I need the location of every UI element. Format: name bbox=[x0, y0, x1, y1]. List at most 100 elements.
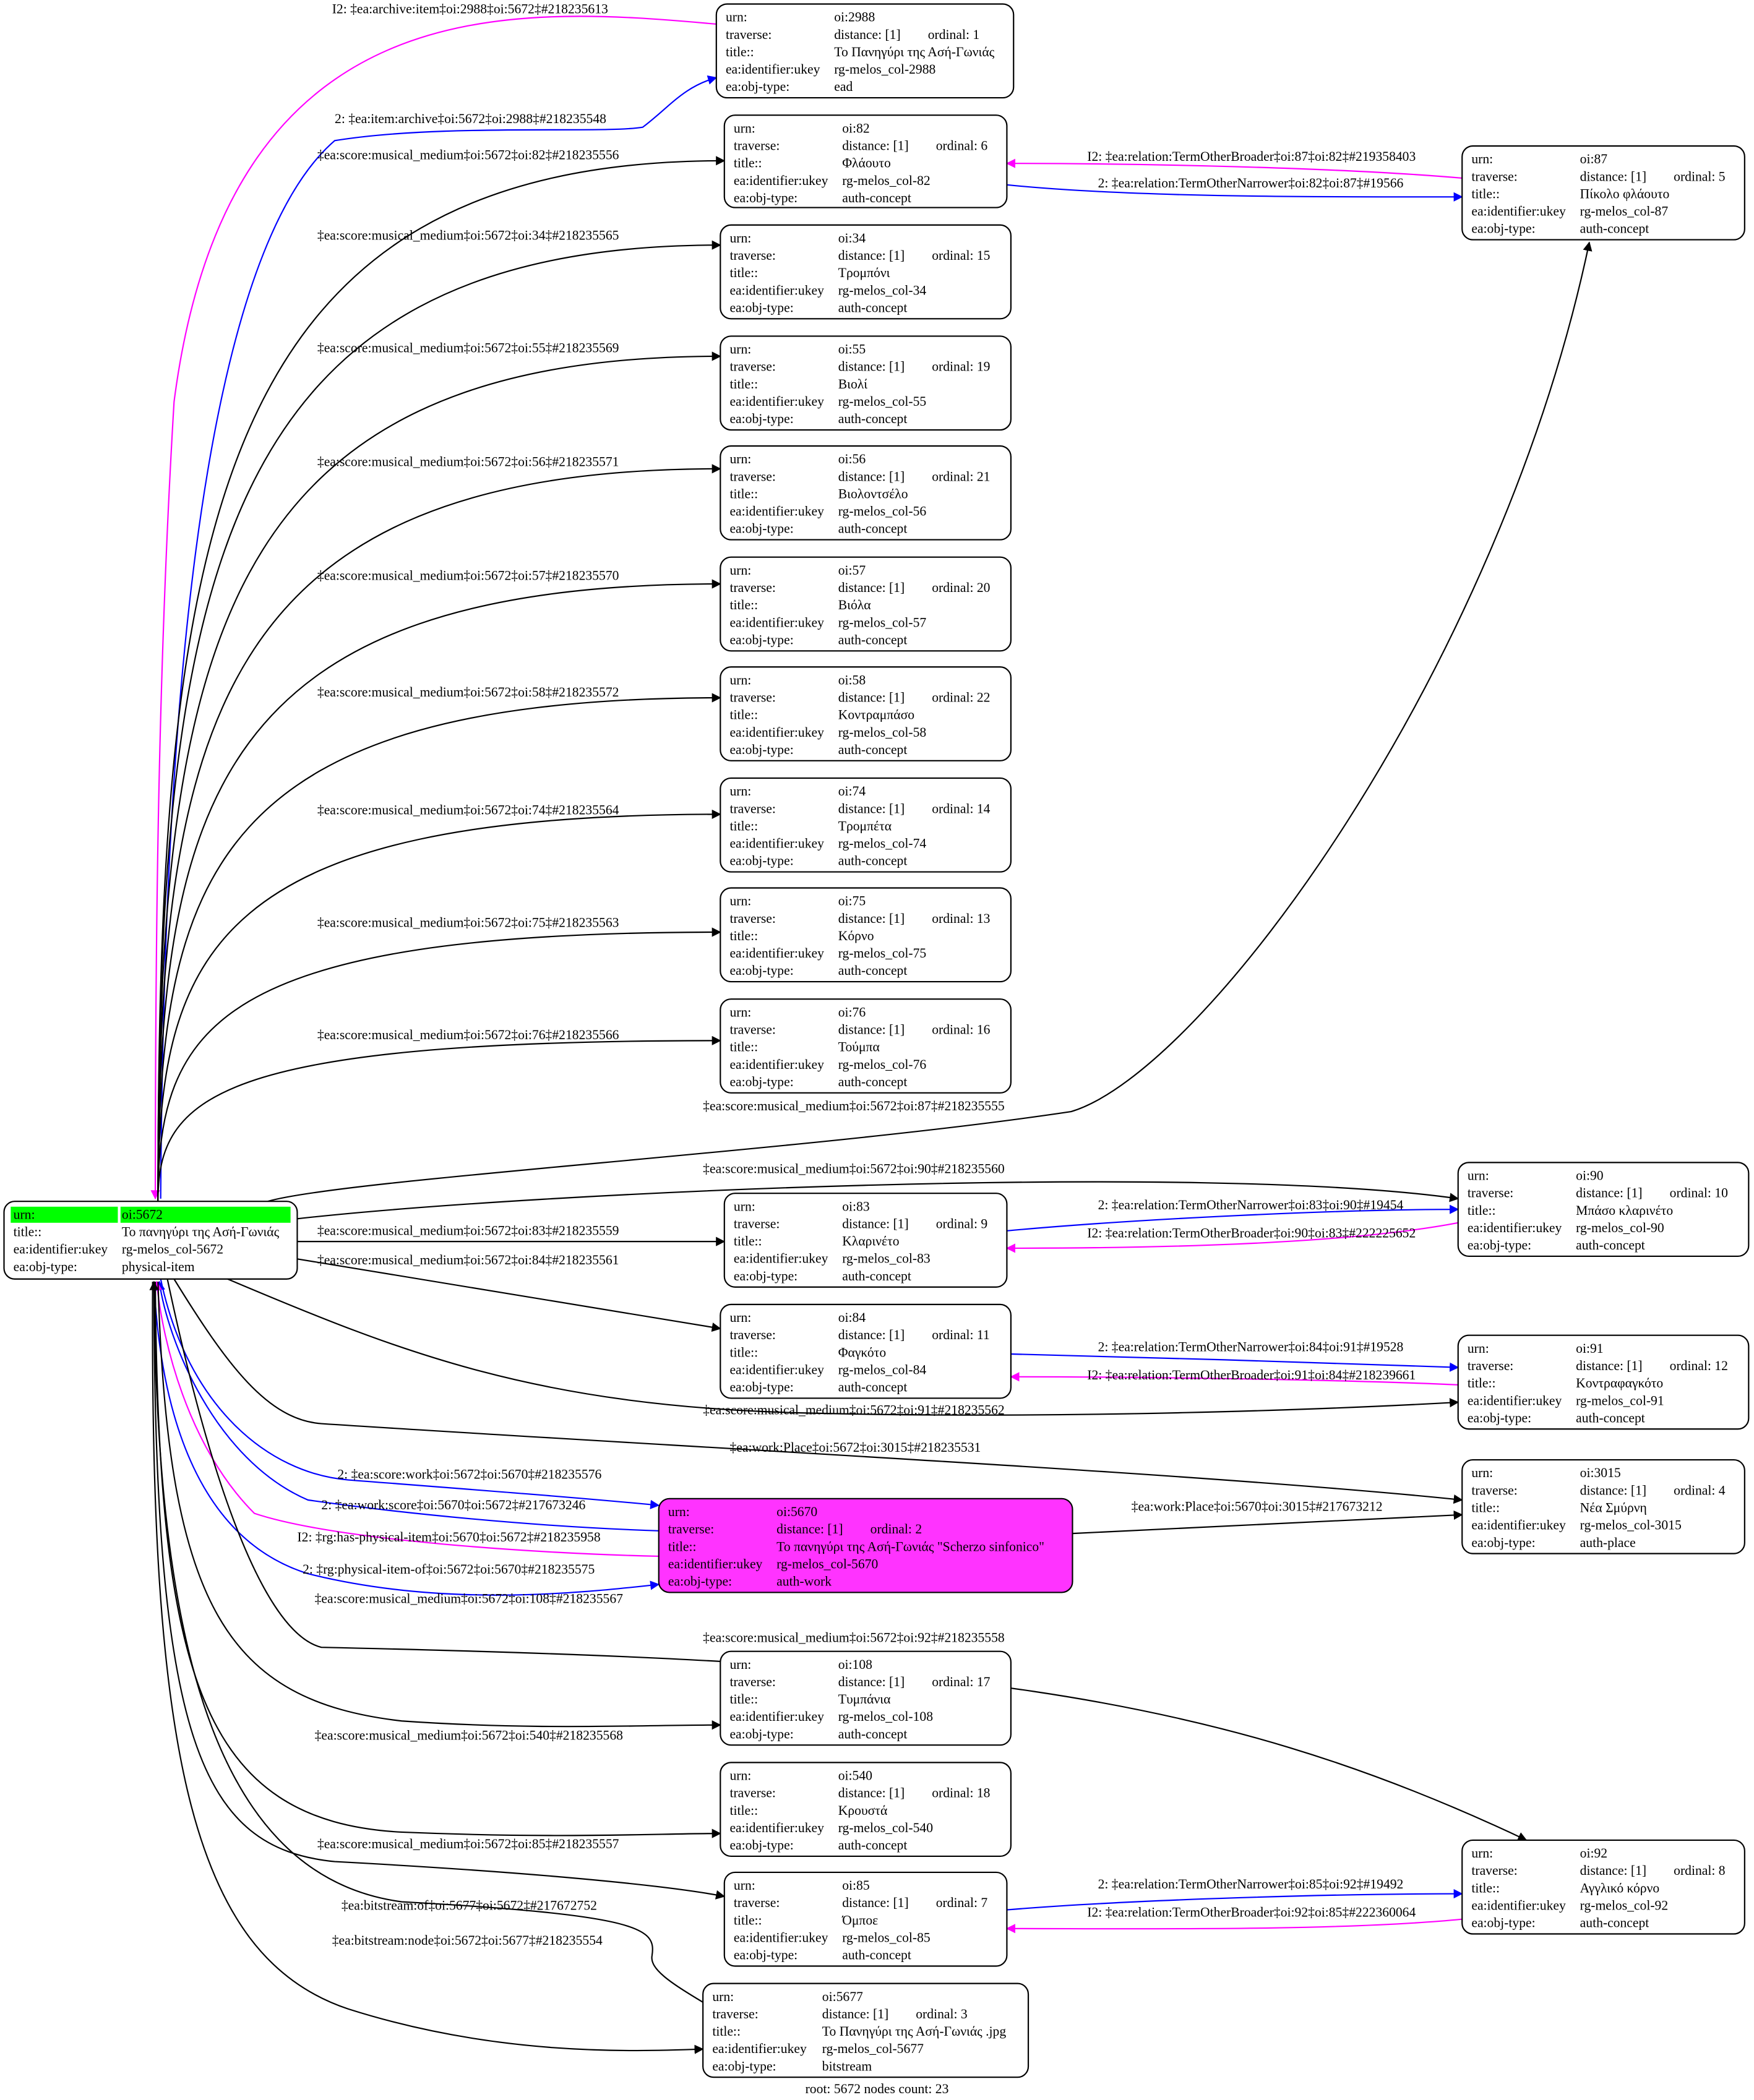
node-urn: oi:92 bbox=[1580, 1846, 1607, 1861]
node-type: physical-item bbox=[122, 1259, 195, 1274]
edge: I2: ‡rg:has-physical-item‡oi:5670‡oi:567… bbox=[152, 1280, 659, 1558]
node-box[interactable] bbox=[723, 1871, 1008, 1967]
node-box[interactable] bbox=[720, 335, 1012, 431]
edge-line bbox=[297, 1181, 1460, 1220]
node-ukey: rg-melos_col-57 bbox=[838, 615, 927, 630]
edge-label: 2: ‡rg:physical-item-of‡oi:5672‡oi:5670‡… bbox=[303, 1562, 595, 1577]
edge-label: 2: ‡ea:relation:TermOtherNarrower‡oi:84‡… bbox=[1098, 1340, 1404, 1355]
row-label-type: ea:obj-type: bbox=[729, 742, 793, 757]
row-label-title: title:: bbox=[1471, 186, 1500, 201]
traverse-ordinal: ordinal: 8 bbox=[1674, 1863, 1725, 1878]
node-box[interactable] bbox=[702, 1982, 1030, 2078]
node-type: auth-concept bbox=[842, 1269, 911, 1284]
node-type: auth-concept bbox=[838, 300, 908, 315]
node-box[interactable] bbox=[720, 998, 1012, 1094]
node-box[interactable] bbox=[720, 1303, 1012, 1399]
node-box[interactable] bbox=[723, 114, 1008, 208]
row-label-traverse: traverse: bbox=[729, 911, 775, 926]
row-label-traverse: traverse: bbox=[729, 580, 775, 595]
edge-label: I2: ‡ea:relation:TermOtherBroader‡oi:87‡… bbox=[1087, 149, 1416, 164]
edge: I2: ‡ea:relation:TermOtherBroader‡oi:91‡… bbox=[1010, 1368, 1458, 1386]
node-box[interactable] bbox=[658, 1498, 1073, 1593]
node-box[interactable] bbox=[723, 1193, 1008, 1288]
row-label-type: ea:obj-type: bbox=[1471, 1916, 1535, 1931]
row-label-ukey: ea:identifier:ukey bbox=[1471, 1518, 1566, 1533]
node-box[interactable] bbox=[720, 887, 1012, 983]
edge: 2: ‡rg:physical-item-of‡oi:5672‡oi:5670‡… bbox=[153, 1282, 660, 1596]
node-ukey: rg-melos_col-56 bbox=[838, 504, 927, 519]
edge-line bbox=[1010, 1353, 1460, 1372]
node-box[interactable] bbox=[720, 1762, 1012, 1858]
edge-line bbox=[157, 1282, 721, 1730]
node-title: Κοντραμπάσο bbox=[838, 708, 914, 722]
edge: ‡ea:score:musical_medium‡oi:5672‡oi:87‡#… bbox=[267, 241, 1593, 1202]
row-label-urn: urn: bbox=[729, 452, 751, 466]
edge-label: ‡ea:score:musical_medium‡oi:5672‡oi:57‡#… bbox=[317, 568, 619, 583]
edge-line bbox=[1005, 158, 1463, 179]
edge-label: ‡ea:score:musical_medium‡oi:5672‡oi:85‡#… bbox=[317, 1836, 619, 1851]
node-urn: oi:5677 bbox=[822, 1989, 863, 2004]
node-box[interactable] bbox=[720, 224, 1012, 320]
edge-label: ‡ea:score:musical_medium‡oi:5672‡oi:74‡#… bbox=[317, 802, 619, 817]
node-box[interactable] bbox=[1457, 1334, 1750, 1430]
edge-line bbox=[297, 1258, 721, 1332]
traverse-distance: distance: [1] bbox=[838, 1674, 905, 1689]
node-box[interactable] bbox=[720, 666, 1012, 761]
row-label-traverse: traverse: bbox=[734, 1216, 780, 1231]
row-label-title: title:: bbox=[729, 1692, 758, 1707]
node-urn: oi:83 bbox=[842, 1199, 869, 1214]
row-label-title: title:: bbox=[726, 45, 754, 59]
node-box[interactable] bbox=[720, 777, 1012, 873]
node-urn: oi:58 bbox=[838, 672, 866, 687]
node-type: auth-concept bbox=[838, 632, 908, 647]
row-label-urn: urn: bbox=[1468, 1341, 1489, 1356]
row-label-ukey: ea:identifier:ukey bbox=[726, 62, 820, 77]
edge: 2: ‡ea:work:score‡oi:5670‡oi:5672‡#21767… bbox=[155, 1280, 659, 1532]
node-title: Κοντραφαγκότο bbox=[1576, 1376, 1663, 1391]
node-box[interactable] bbox=[1461, 1839, 1745, 1935]
node-box[interactable] bbox=[720, 445, 1012, 541]
row-label-ukey: ea:identifier:ukey bbox=[729, 283, 824, 298]
row-label-type: ea:obj-type: bbox=[726, 79, 789, 94]
row-label-ukey: ea:identifier:ukey bbox=[1471, 204, 1566, 219]
node-box[interactable] bbox=[1457, 1162, 1750, 1258]
edge-line bbox=[1007, 184, 1463, 202]
node-box[interactable] bbox=[720, 1650, 1012, 1746]
node-box[interactable] bbox=[1461, 1459, 1745, 1554]
row-label-urn: urn: bbox=[1468, 1168, 1489, 1183]
node-box[interactable] bbox=[715, 3, 1015, 99]
node-box[interactable] bbox=[720, 556, 1012, 652]
node-urn: oi:5670 bbox=[776, 1504, 817, 1519]
node-type: bitstream bbox=[822, 2059, 872, 2073]
edge: ‡ea:score:musical_medium‡oi:5672‡oi:74‡#… bbox=[157, 802, 721, 1202]
row-label-ukey: ea:identifier:ukey bbox=[1471, 1898, 1566, 1913]
traverse-distance: distance: [1] bbox=[1580, 1863, 1646, 1878]
edge: ‡ea:score:musical_medium‡oi:5672‡oi:82‡#… bbox=[157, 148, 726, 1202]
traverse-distance: distance: [1] bbox=[838, 1327, 905, 1342]
node-ukey: rg-melos_col-108 bbox=[838, 1709, 933, 1724]
node-box[interactable] bbox=[1461, 145, 1745, 241]
